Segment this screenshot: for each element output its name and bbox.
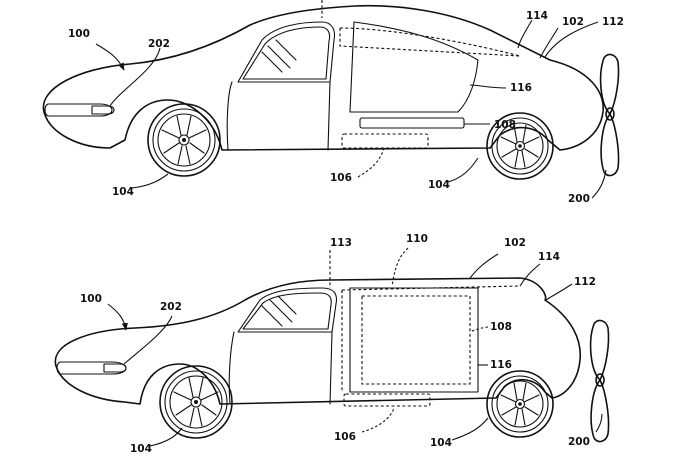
label-202-top: 202 xyxy=(148,38,170,50)
label-108-bottom: 108 xyxy=(490,321,512,333)
front-door-bottom xyxy=(228,331,333,405)
label-200-top: 200 xyxy=(568,193,590,205)
label-112-bottom: 112 xyxy=(574,276,596,288)
label-114-top: 114 xyxy=(526,10,548,22)
label-102-bottom: 102 xyxy=(504,237,526,249)
wheel-front-top xyxy=(147,103,221,177)
label-104-front-bottom: 104 xyxy=(130,443,152,455)
label-106-top: 106 xyxy=(330,172,352,184)
window-top xyxy=(237,21,336,83)
front-door-top xyxy=(226,81,331,151)
window-bottom xyxy=(237,287,338,333)
label-202-bottom: 202 xyxy=(160,301,182,313)
label-113-bottom: 113 xyxy=(330,237,352,249)
door-panel-108-bottom xyxy=(361,295,471,385)
label-200-bottom: 200 xyxy=(568,436,590,448)
label-114-bottom: 114 xyxy=(538,251,560,263)
label-102-top: 102 xyxy=(562,16,584,28)
window-inner-top xyxy=(242,26,331,80)
label-112-top: 112 xyxy=(602,16,624,28)
body-outline-bottom xyxy=(54,277,582,405)
storage-106-top xyxy=(341,133,429,149)
handle-108-top xyxy=(359,117,465,129)
label-100-bottom: 100 xyxy=(80,293,102,305)
label-106-bottom: 106 xyxy=(334,431,356,443)
label-104-front-top: 104 xyxy=(112,186,134,198)
propeller-bottom xyxy=(589,319,610,443)
rail-dashed-top xyxy=(339,27,521,57)
label-100-top: 100 xyxy=(68,28,90,40)
vehicle-bottom xyxy=(54,247,610,447)
sliding-door-bottom xyxy=(349,287,479,393)
label-116-top: 116 xyxy=(510,82,532,94)
label-104-rear-top: 104 xyxy=(428,179,450,191)
vehicle-top xyxy=(42,0,620,199)
label-104-rear-bottom: 104 xyxy=(430,437,452,449)
sliding-door-top xyxy=(349,21,479,113)
window-inner-bottom xyxy=(242,292,332,330)
label-116-bottom: 116 xyxy=(490,359,512,371)
rail-dashed-bottom xyxy=(341,285,521,296)
wheel-rear-bottom xyxy=(486,370,554,438)
wheel-front-bottom xyxy=(159,365,233,439)
body-outline-top xyxy=(42,4,604,151)
label-108-top: 108 xyxy=(494,119,516,131)
label-110-bottom: 110 xyxy=(406,233,428,245)
storage-106-bottom xyxy=(343,393,431,407)
